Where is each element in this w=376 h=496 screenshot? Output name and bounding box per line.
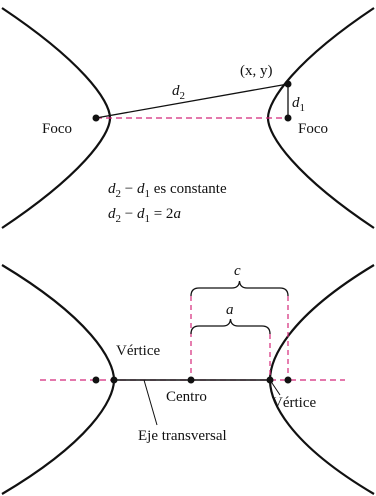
distance-d2-segment	[95, 83, 289, 119]
vertex-left-label: Vértice	[116, 343, 160, 359]
focus-right-dot	[284, 114, 292, 122]
d1-label: d1	[292, 95, 305, 114]
vertex-right-label: Vértice	[272, 395, 316, 411]
a-label: a	[226, 302, 234, 318]
right-branch-top	[266, 7, 375, 229]
focus-right-dot-bottom	[284, 376, 292, 384]
top-panel: Foco Foco (x, y) d2 d1 d2 − d1 es consta…	[1, 7, 375, 229]
equation-line-1: d2 − d1 es constante	[108, 181, 227, 200]
vertex-left-dot	[110, 376, 118, 384]
transverse-axis-leader	[143, 379, 158, 426]
equation-line-2: d2 − d1 = 2a	[108, 206, 181, 225]
brace-a	[190, 318, 271, 335]
transverse-axis-label: Eje transversal	[138, 428, 227, 444]
point-xy-dot	[284, 80, 292, 88]
center-label: Centro	[166, 389, 207, 405]
point-label: (x, y)	[240, 63, 273, 79]
c-label: c	[234, 263, 241, 279]
focus-left-dot-bottom	[92, 376, 100, 384]
focus-left-label: Foco	[42, 121, 72, 137]
bottom-panel: c a Vértice Centro Vértice Eje transvers…	[1, 263, 375, 495]
vertex-right-dot	[266, 376, 274, 384]
center-dot	[187, 376, 195, 384]
focus-left-dot	[92, 114, 100, 122]
focus-right-label: Foco	[298, 121, 328, 137]
d2-label: d2	[172, 83, 185, 102]
brace-c	[190, 280, 289, 297]
